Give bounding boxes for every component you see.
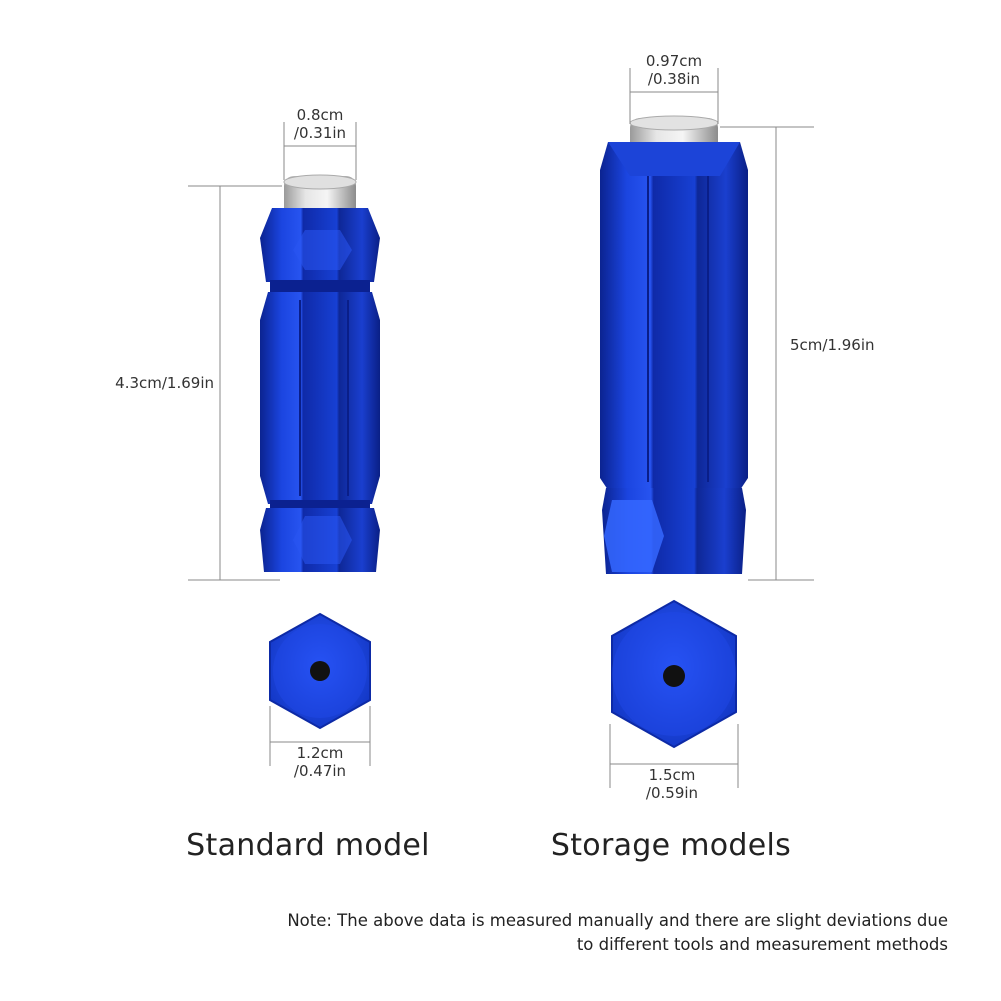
standard-model-caption: Standard model <box>186 828 430 863</box>
storage-hex-width-cm: 1.5cm <box>649 766 696 784</box>
standard-hex-width-in: /0.47in <box>294 762 346 780</box>
storage-models-caption: Storage models <box>551 828 791 863</box>
note-line-2: to different tools and measurement metho… <box>577 935 948 954</box>
storage-center-hole <box>663 665 685 687</box>
storage-top-width-cm: 0.97cm <box>646 52 702 70</box>
storage-top-width-in: /0.38in <box>648 70 700 88</box>
standard-magnet-top <box>283 174 357 190</box>
storage-height-dimension <box>720 126 814 581</box>
standard-hex-width-cm: 1.2cm <box>297 744 344 762</box>
storage-magnet-top <box>629 115 719 131</box>
note-line-1: Note: The above data is measured manuall… <box>287 911 948 930</box>
standard-height-dimension <box>188 185 282 581</box>
standard-height-label: 4.3cm/1.69in <box>115 374 214 392</box>
storage-height-label: 5cm/1.96in <box>790 336 875 354</box>
storage-hex-end-view <box>611 599 737 749</box>
storage-model-bit <box>600 115 748 574</box>
standard-top-width-in: /0.31in <box>294 124 346 142</box>
standard-center-hole <box>310 661 330 681</box>
standard-shaft <box>260 292 380 504</box>
standard-hex-width-dimension <box>269 706 371 766</box>
storage-hex-width-dimension <box>609 724 739 788</box>
storage-hex-width-in: /0.59in <box>646 784 698 802</box>
standard-model-bit <box>260 174 380 572</box>
storage-top-width-dimension <box>629 68 719 124</box>
storage-shaft <box>600 142 748 490</box>
standard-hex-end-view <box>269 612 371 730</box>
standard-top-width-cm: 0.8cm <box>297 106 344 124</box>
standard-top-width-dimension <box>283 122 357 180</box>
